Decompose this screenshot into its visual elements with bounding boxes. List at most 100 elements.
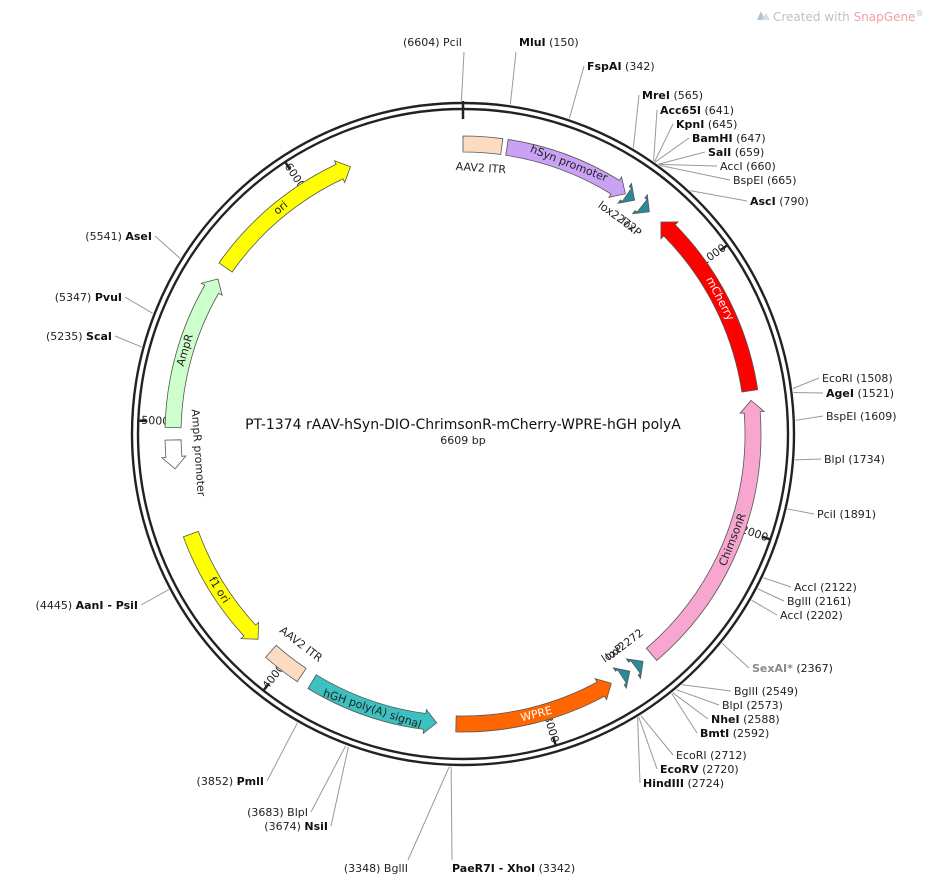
site-leader-scai-5235 <box>114 335 142 348</box>
site-label-acci-2202: AccI (2202) <box>780 609 843 622</box>
site-label-asei-5541: (5541) AseI <box>85 230 152 243</box>
site-leader-bglii-2161 <box>757 588 785 602</box>
site-leader-mrei-565 <box>632 94 640 148</box>
site-label-aani-psii-4445: (4445) AanI - PsiI <box>36 599 138 612</box>
feature-ori-0 <box>218 160 352 273</box>
site-leader-bglii-2549 <box>682 684 732 692</box>
site-label-fspai-342: FspAI (342) <box>587 60 655 73</box>
site-label-nsii-3674: (3674) NsiI <box>264 820 328 833</box>
site-label-acci-660: AccI (660) <box>720 160 776 173</box>
site-label-asci-790: AscI (790) <box>750 195 809 208</box>
site-leader-pcii-6604 <box>460 51 465 102</box>
site-label-paer7i-xhoi-3342: PaeR7I - XhoI (3342) <box>452 862 575 875</box>
site-leader-sexai-2367 <box>721 642 750 669</box>
site-leader-nsii-3674 <box>330 746 349 827</box>
feature-ampr-promoter-13 <box>160 439 187 470</box>
site-label-blpi-2573: BlpI (2573) <box>722 699 783 712</box>
site-label-acci-2122: AccI (2122) <box>794 581 857 594</box>
site-leader-bspei-1609 <box>795 415 824 421</box>
site-leader-pmli-3852 <box>266 722 298 782</box>
site-leader-blpi-1734 <box>794 458 822 461</box>
site-label-blpi-3683: (3683) BlpI <box>247 806 308 819</box>
plasmid-size: 6609 bp <box>440 434 485 447</box>
feature-ampr-14 <box>164 278 223 429</box>
site-label-mrei-565: MreI (565) <box>642 89 703 102</box>
site-leader-acci-2122 <box>763 577 792 588</box>
site-leader-pvui-5347 <box>124 296 153 314</box>
feature-hgh-poly-a-signal-10 <box>307 674 438 735</box>
site-label-kpni-645: KpnI (645) <box>676 118 737 131</box>
site-label-bglii-2161: BglII (2161) <box>787 595 851 608</box>
tick-mark-2000 <box>761 535 770 541</box>
site-leader-blpi-2573 <box>676 689 720 706</box>
plasmid-name: PT-1374 rAAV-hSyn-DIO-ChrimsonR-mCherry-… <box>245 417 681 433</box>
feature-lox2272-7 <box>625 658 644 680</box>
site-leader-ecori-2712 <box>640 715 674 756</box>
site-leader-ecori-1508 <box>792 377 820 389</box>
site-label-bspei-1609: BspEI (1609) <box>826 410 897 423</box>
site-leader-bamhi-647 <box>654 137 690 163</box>
site-label-ecori-1508: EcoRI (1508) <box>822 372 893 385</box>
feature-label-hgh-poly-a-signal-10: hGH poly(A) signal <box>321 687 423 732</box>
tick-mark-1000 <box>719 244 728 252</box>
tick-label-5000: 5000 <box>141 414 170 428</box>
feature-lox2272-3 <box>617 182 636 204</box>
site-label-bmti-2592: BmtI (2592) <box>700 727 769 740</box>
site-label-acc65i-641: Acc65I (641) <box>660 104 734 117</box>
site-leader-nhei-2588 <box>672 692 709 720</box>
feature-loxp-4 <box>631 193 650 215</box>
feature-wpre-9 <box>455 677 612 733</box>
site-label-pvui-5347: (5347) PvuI <box>55 291 122 304</box>
tick-mark-3000 <box>552 736 557 745</box>
site-leader-aani-psii-4445 <box>140 589 169 606</box>
site-label-ecorv-2720: EcoRV (2720) <box>660 763 739 776</box>
site-leader-kpni-645 <box>654 123 674 162</box>
feature-label-hsyn-promoter-2: hSyn promoter <box>528 142 610 184</box>
site-leader-hindiii-2724 <box>637 717 641 784</box>
site-leader-ecorv-2720 <box>638 716 658 770</box>
feature-hsyn-promoter-2 <box>505 138 626 199</box>
site-leader-acci-660 <box>658 163 718 167</box>
site-label-sexai-2367: SexAI* (2367) <box>752 662 833 675</box>
site-label-pcii-1891: PciI (1891) <box>817 508 876 521</box>
site-label-pmli-3852: (3852) PmlI <box>197 775 264 788</box>
site-leader-bmti-2592 <box>671 693 698 734</box>
site-leader-lines <box>114 51 824 861</box>
site-leader-fspai-342 <box>568 65 585 119</box>
feature-mcherry-5 <box>660 221 759 393</box>
site-leader-bspei-665 <box>659 164 731 181</box>
feature-aav2-itr-1 <box>462 135 504 155</box>
site-leader-asci-790 <box>690 190 748 202</box>
site-label-blpi-1734: BlpI (1734) <box>824 453 885 466</box>
site-label-ecori-2712: EcoRI (2712) <box>676 749 747 762</box>
feature-loxp-8 <box>612 667 631 690</box>
site-leader-mlui-150 <box>509 51 517 105</box>
tick-mark-6000 <box>284 162 292 171</box>
site-label-pcii-6604: (6604) PciI <box>403 36 462 49</box>
site-leader-asei-5541 <box>154 235 181 259</box>
snapgene-logo-icon <box>757 11 770 20</box>
site-label-nhei-2588: NheI (2588) <box>711 713 780 726</box>
feature-f1-ori-12 <box>182 530 260 640</box>
site-leader-paer7i-xhoi-3342 <box>450 766 453 861</box>
site-label-agei-1521: AgeI (1521) <box>826 387 894 400</box>
site-leader-acci-2202 <box>751 599 778 616</box>
snapgene-watermark: Created with SnapGene® <box>757 9 923 24</box>
site-leader-bglii-3348 <box>407 766 450 861</box>
site-label-scai-5235: (5235) ScaI <box>46 330 112 343</box>
site-label-mlui-150: MluI (150) <box>519 36 579 49</box>
site-label-bglii-3348: (3348) BglII <box>344 862 408 875</box>
feature-aav2-itr-11 <box>265 644 307 683</box>
site-leader-sali-659 <box>658 151 706 165</box>
site-label-bspei-665: BspEI (665) <box>733 174 797 187</box>
site-label-bglii-2549: BglII (2549) <box>734 685 798 698</box>
feature-label-ampr-promoter-13: AmpR promoter <box>189 409 208 498</box>
site-label-bamhi-647: BamHI (647) <box>692 132 766 145</box>
site-label-sali-659: SalI (659) <box>708 146 764 159</box>
site-leader-acc65i-641 <box>653 109 658 161</box>
watermark-text: Created with SnapGene® <box>773 9 923 24</box>
feature-chimsonr-6 <box>645 399 766 661</box>
tick-mark-4000 <box>263 682 270 691</box>
site-leader-pcii-1891 <box>787 508 815 515</box>
